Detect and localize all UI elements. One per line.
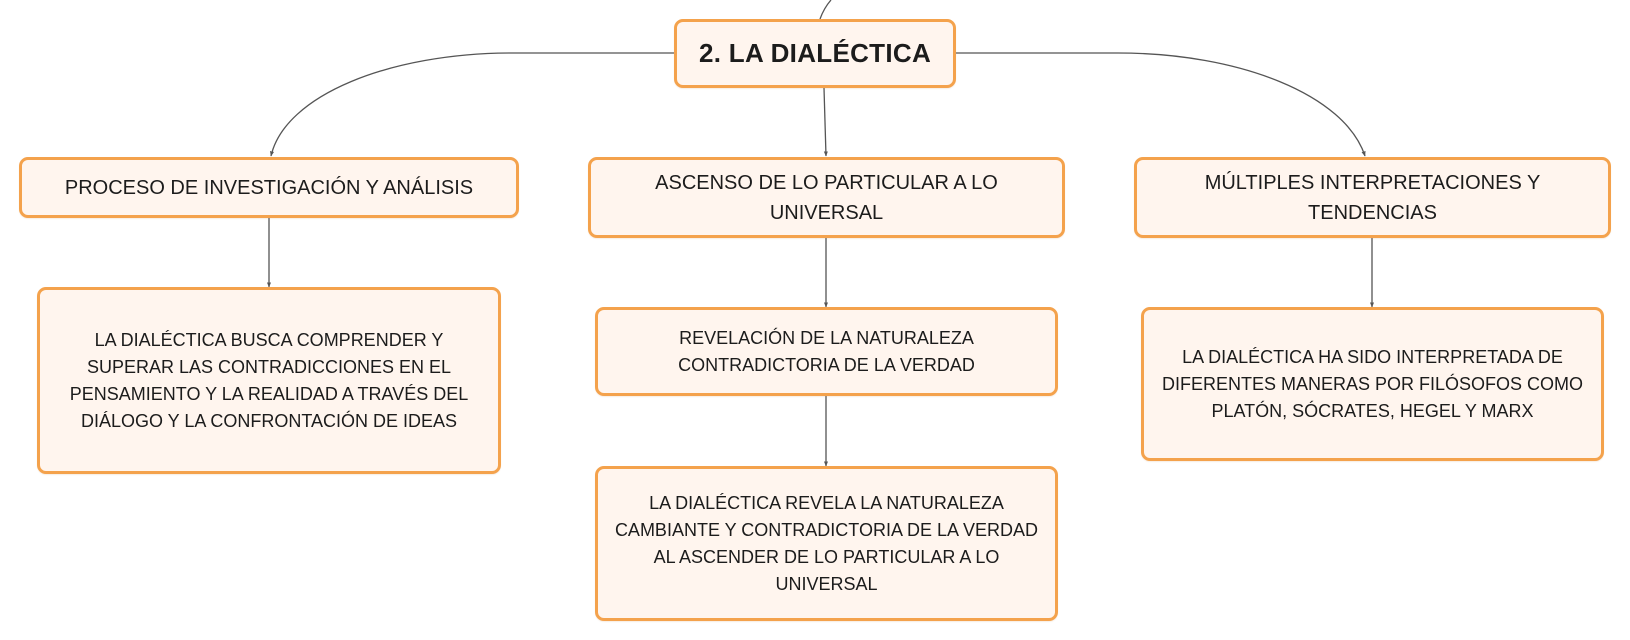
leaf-node-text: LA DIALÉCTICA HA SIDO INTERPRETADA DE DI… — [1161, 346, 1584, 421]
leaf-node-revelacion[interactable]: REVELACIÓN DE LA NATURALEZA CONTRADICTOR… — [595, 307, 1058, 396]
branch-node-investigacion[interactable]: PROCESO DE INVESTIGACIÓN Y ANÁLISIS — [19, 157, 519, 218]
leaf-node-text: LA DIALÉCTICA BUSCA COMPRENDER Y SUPERAR… — [69, 329, 469, 431]
branch-node-label: MÚLTIPLES INTERPRETACIONES Y TENDENCIAS — [1204, 171, 1541, 224]
connector-incoming-root — [819, 0, 832, 20]
leaf-node-text: REVELACIÓN DE LA NATURALEZA CONTRADICTOR… — [678, 327, 975, 375]
connector-root-to-branch-3 — [955, 52, 1366, 157]
branch-node-label: PROCESO DE INVESTIGACIÓN Y ANÁLISIS — [64, 176, 474, 199]
root-node[interactable]: 2. LA DIALÉCTICA — [674, 19, 956, 88]
connector-root-to-branch-2 — [823, 87, 828, 157]
leaf-node-contradicciones[interactable]: LA DIALÉCTICA BUSCA COMPRENDER Y SUPERAR… — [37, 287, 501, 474]
root-node-label: 2. LA DIALÉCTICA — [698, 38, 932, 68]
leaf-node-filosofos[interactable]: LA DIALÉCTICA HA SIDO INTERPRETADA DE DI… — [1141, 307, 1604, 461]
branch-node-ascenso[interactable]: ASCENSO DE LO PARTICULAR A LO UNIVERSAL — [588, 157, 1065, 238]
leaf-node-naturaleza-cambiante[interactable]: LA DIALÉCTICA REVELA LA NATURALEZA CAMBI… — [595, 466, 1058, 621]
branch-node-interpretaciones[interactable]: MÚLTIPLES INTERPRETACIONES Y TENDENCIAS — [1134, 157, 1611, 238]
connector-root-to-branch-1 — [270, 52, 674, 157]
leaf-node-text: LA DIALÉCTICA REVELA LA NATURALEZA CAMBI… — [614, 492, 1039, 594]
branch-node-label: ASCENSO DE LO PARTICULAR A LO UNIVERSAL — [655, 171, 998, 224]
